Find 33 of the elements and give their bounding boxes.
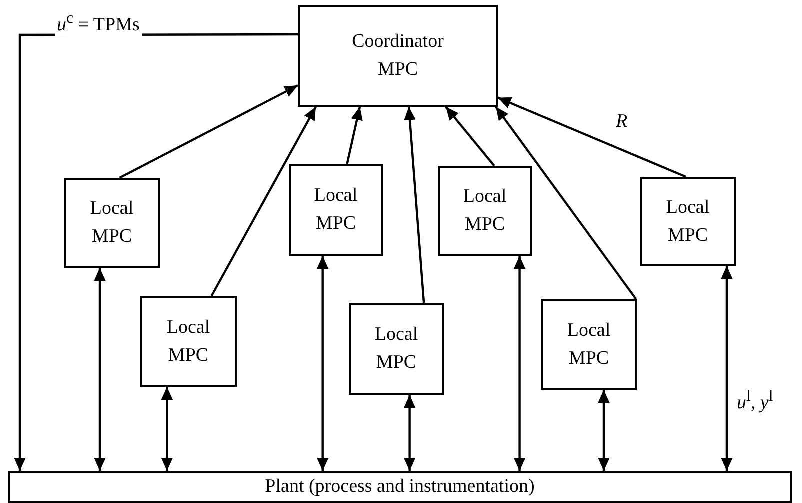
controller-box <box>541 299 637 390</box>
arrow <box>316 256 329 471</box>
edge-label: u$^{l}$, y$^{l}$ <box>735 388 776 414</box>
controller-box <box>438 166 532 256</box>
node-label: Local MPC <box>665 196 711 248</box>
plant-box <box>8 471 792 503</box>
arrow <box>598 390 610 471</box>
node-label: Local MPC <box>89 197 135 249</box>
arrow <box>210 106 317 297</box>
controller-box <box>64 178 160 268</box>
arrow <box>514 256 526 471</box>
node-label: Local MPC <box>462 185 508 237</box>
node-label: Local MPC <box>166 316 212 368</box>
node-label: Plant (process and instrumentation) <box>265 475 535 500</box>
arrow <box>495 106 637 300</box>
controller-box <box>640 177 736 266</box>
arrow <box>445 106 496 167</box>
node-label: Local MPC <box>374 323 420 375</box>
arrow <box>404 395 416 471</box>
controller-box <box>140 296 237 387</box>
arrow <box>94 268 106 471</box>
arrow <box>346 106 363 164</box>
arrow <box>161 387 174 471</box>
controller-box <box>298 5 498 107</box>
node-label: Coordinator MPC <box>351 30 445 82</box>
arrow <box>721 266 733 471</box>
controller-box <box>349 303 444 395</box>
controller-box <box>289 164 383 256</box>
arrow <box>404 106 426 304</box>
arrow <box>498 96 686 178</box>
node-label: Local MPC <box>566 318 612 370</box>
arrow <box>119 84 298 179</box>
node-label: Local MPC <box>313 184 359 236</box>
